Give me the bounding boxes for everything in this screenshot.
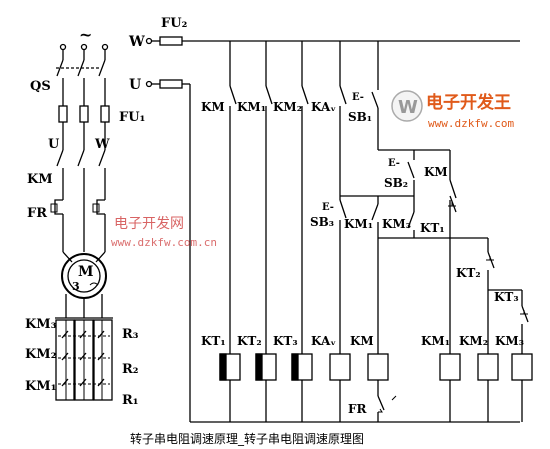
- logo-watermark: W 电子开发王 www.dzkfw.com: [391, 90, 514, 130]
- coil-km3: [511, 353, 533, 422]
- fuse-label: FU₁: [119, 110, 145, 125]
- phase-u-terminal: [145, 80, 153, 88]
- overload-contact-label: FR: [348, 402, 368, 416]
- supply-terminal: [59, 43, 67, 51]
- reset-button-label: SB₃: [310, 215, 334, 229]
- resistor-contact-km1: KM₁: [25, 379, 56, 394]
- coil-label-km1: KM₁: [421, 334, 450, 348]
- coil-km2: [477, 353, 499, 422]
- motor-inner: [67, 259, 101, 293]
- coil-label-kt3: KT₃: [273, 334, 298, 348]
- contactor-label: KM: [27, 172, 53, 187]
- coil-kt3: [291, 353, 313, 422]
- coil-label-kt1: KT₁: [201, 334, 226, 348]
- motor-label: M: [78, 264, 94, 280]
- phase-u-label: U: [129, 77, 141, 93]
- resistor-contact-km2: KM₂: [25, 347, 56, 362]
- start-button-label: SB₂: [384, 176, 408, 190]
- timer-contact-kt3: KT₃: [494, 290, 519, 304]
- coil-label-km3: KM₃: [495, 334, 524, 348]
- coil-km: [367, 353, 397, 422]
- resistor-contact-km3: KM₃: [25, 317, 57, 332]
- top-contact-km1: KM₁: [237, 100, 266, 114]
- resistor-r1: R₁: [122, 393, 139, 408]
- supply-terminal: [80, 43, 88, 51]
- timer-contact-kt2: KT₂: [456, 266, 481, 280]
- logo-w-icon: W: [398, 97, 418, 118]
- mid-contact-km1: KM₁: [344, 217, 373, 231]
- coil-label-kt2: KT₂: [237, 334, 262, 348]
- coil-kt2: [255, 353, 277, 422]
- logo-name: 电子开发王: [426, 92, 511, 113]
- coil-kt1: [219, 353, 241, 422]
- watermark-site-name: 电子开发网: [114, 216, 184, 232]
- phase-w-label: W: [128, 34, 145, 50]
- logo-circle-icon: [391, 90, 423, 122]
- coil-label-km2: KM₂: [459, 334, 488, 348]
- site-watermark: 电子开发网 www.dzkfw.com.cn: [111, 216, 217, 249]
- fuse: [79, 105, 89, 123]
- fuse-fu2-label: FU₂: [161, 16, 187, 31]
- overload-label: FR: [27, 206, 47, 221]
- terminal-u-label: U: [48, 137, 60, 152]
- e-mark-sb3: E-: [322, 202, 334, 213]
- top-contact-kav: KAᵥ: [311, 100, 336, 114]
- resistor-r3: R₃: [122, 327, 139, 342]
- coil-label-kav: KAᵥ: [311, 334, 336, 348]
- ac-symbol: ~: [79, 25, 92, 44]
- overload-element: [96, 199, 105, 215]
- phase-w-terminal: [145, 37, 153, 45]
- figure-caption: 转子串电阻调速原理_转子串电阻调速原理图: [130, 431, 364, 446]
- fuse-fu2: [159, 36, 183, 46]
- watermark-site-url: www.dzkfw.com.cn: [111, 236, 217, 249]
- hold-contact-km: KM: [424, 165, 448, 179]
- fuse: [100, 105, 110, 123]
- resistor-bank-left: [55, 319, 75, 401]
- coil-km1: [439, 353, 461, 422]
- resistor-r2: R₂: [122, 362, 139, 377]
- e-mark-sb1: E-: [352, 92, 364, 103]
- coil-kav: [329, 353, 351, 422]
- logo-url: www.dzkfw.com: [428, 117, 514, 130]
- top-contact-km2: KM₂: [273, 100, 302, 114]
- coil-label-km: KM: [350, 334, 374, 348]
- control-circuit: W FU₂ U KM KM₁ KM₂ KAᵥ: [128, 16, 533, 423]
- motor-phase-label: 3: [72, 280, 80, 293]
- mid-contact-kt1: KT₁: [420, 221, 445, 235]
- resistor-bank-right: [93, 319, 113, 401]
- power-circuit: ~ QS FU₁ U W KM FR M 3: [25, 25, 145, 408]
- e-mark-sb2: E-: [388, 158, 400, 169]
- overload-element: [54, 199, 63, 215]
- stop-button-label: SB₁: [348, 110, 372, 124]
- top-contact-km: KM: [201, 100, 225, 114]
- switch-label: QS: [30, 79, 51, 94]
- mid-contact-km3: KM₃: [382, 217, 411, 231]
- fuse: [58, 105, 68, 123]
- supply-terminal: [101, 43, 109, 51]
- fuse-u: [159, 79, 183, 89]
- terminal-w-label: W: [94, 137, 110, 152]
